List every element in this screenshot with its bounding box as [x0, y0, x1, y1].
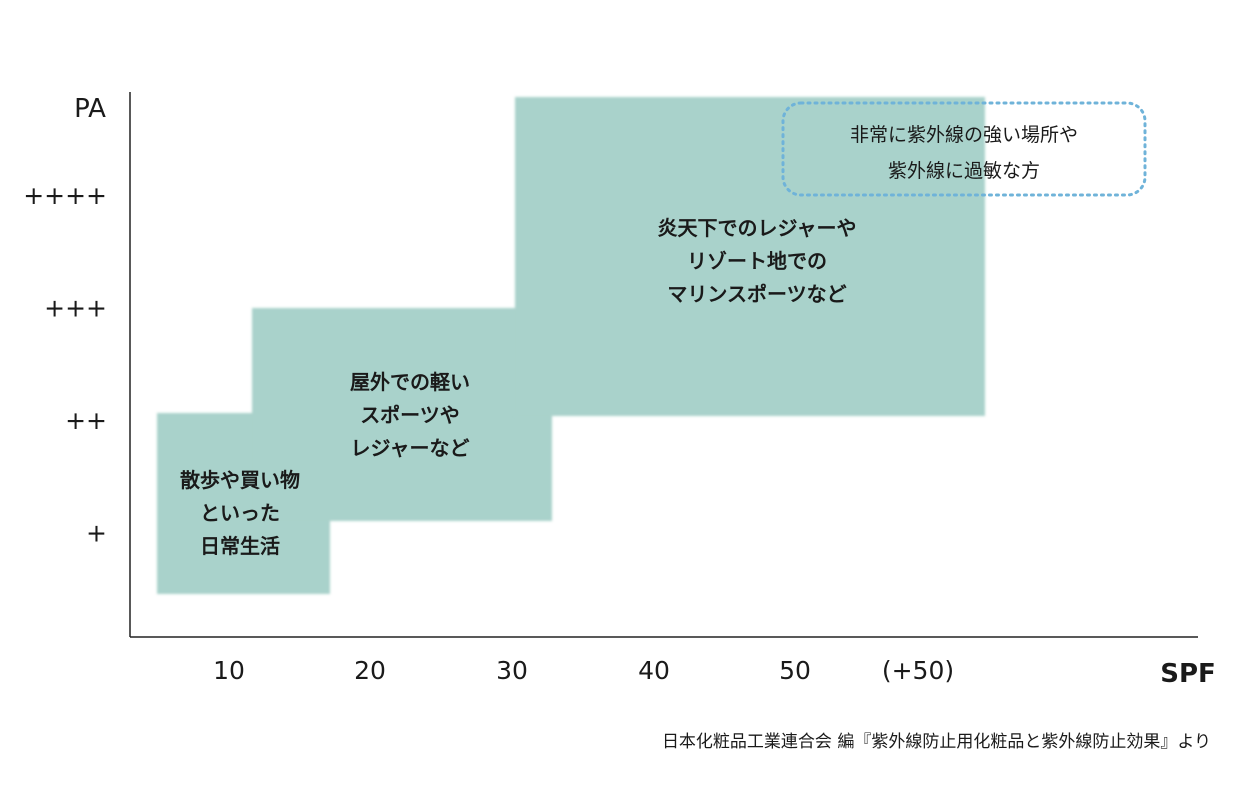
zone-label-line: レジャーなど [351, 436, 470, 460]
zone-label-line: スポーツや [360, 403, 460, 427]
zone-band-hot-sun-leisure [515, 97, 985, 416]
zone-label-line: リゾート地での [687, 249, 827, 273]
zone-label-line: 屋外での軽い [350, 370, 470, 394]
y-axis-title: PA [74, 94, 106, 124]
source-citation: 日本化粧品工業連合会 編『紫外線防止用化粧品と紫外線防止効果』より [661, 732, 1211, 752]
x-tick-label: 20 [354, 656, 386, 685]
x-tick-label: 10 [213, 656, 245, 685]
y-tick-label: +++ [44, 294, 107, 323]
callout-label-line: 非常に紫外線の強い場所や [850, 124, 1078, 146]
x-tick-label: (+50) [882, 656, 954, 685]
x-tick-labels: 10 20 30 40 50 (+50) [213, 656, 954, 685]
usage-zones [157, 97, 985, 594]
callout-box [781, 101, 1147, 197]
y-tick-label: + [86, 519, 107, 548]
x-tick-label: 40 [638, 656, 670, 685]
callout-label-line: 紫外線に過敏な方 [888, 160, 1040, 182]
zone-label-line: 散歩や買い物 [180, 468, 300, 492]
y-tick-label: ++++ [23, 181, 107, 210]
zone-label-line: 炎天下でのレジャーや [658, 216, 857, 240]
zone-label-line: といった [200, 501, 280, 525]
y-tick-label: ++ [65, 406, 107, 435]
y-tick-labels: ++++++++++ [23, 181, 107, 548]
x-tick-label: 30 [496, 656, 528, 685]
zone-label-line: マリンスポーツなど [667, 282, 846, 306]
x-tick-label: 50 [779, 656, 811, 685]
zone-band-outdoor-light [252, 308, 552, 521]
x-axis-title: SPF [1160, 659, 1216, 689]
zone-label-line: 日常生活 [200, 534, 280, 558]
